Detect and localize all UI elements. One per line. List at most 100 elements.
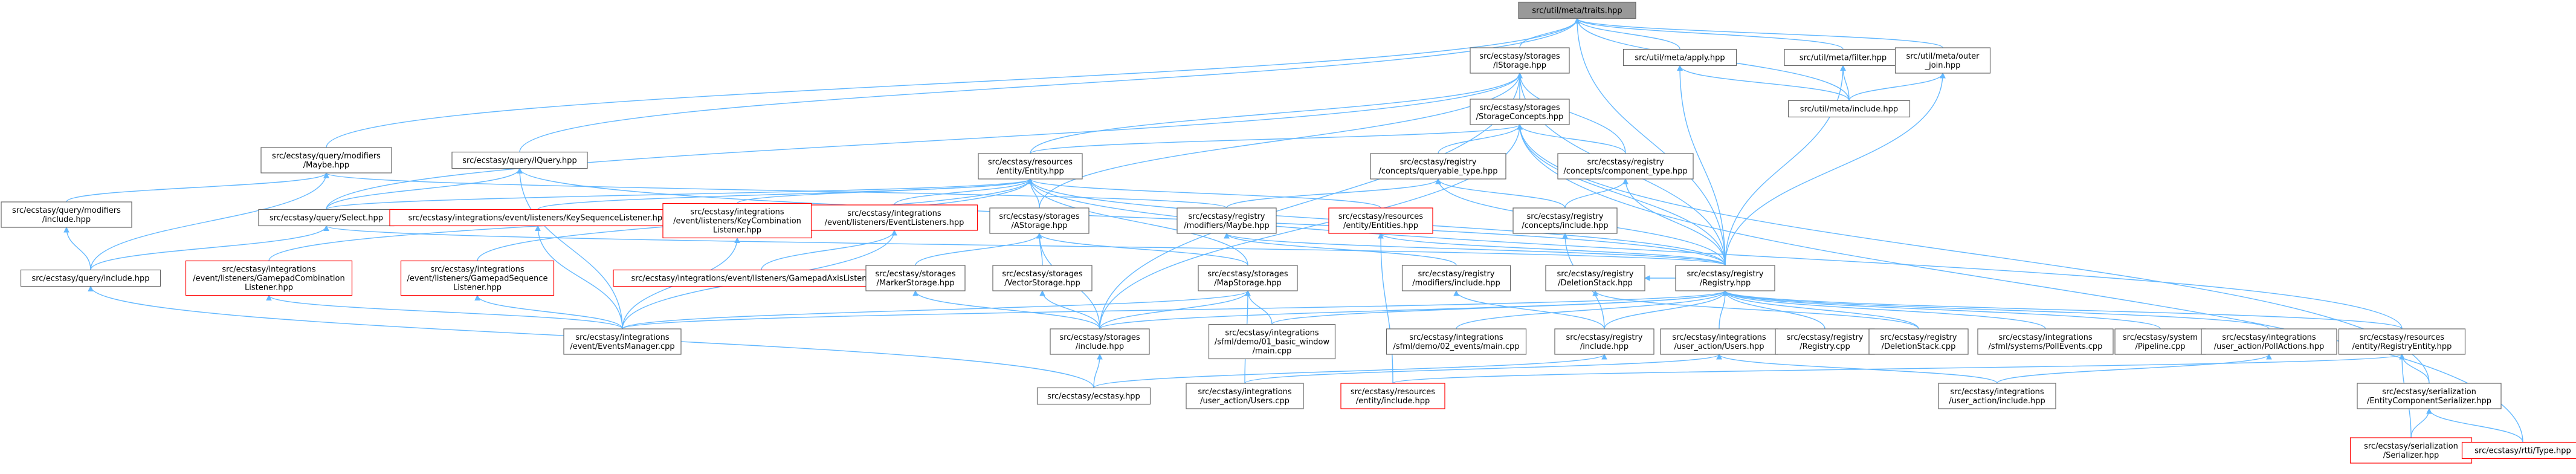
node-int-GamepadSequenceListener[interactable]: src/ecstasy/integrations/event/listeners… — [400, 260, 555, 296]
node-box[interactable] — [1518, 1, 1636, 19]
node-int-KeyCombinationListener[interactable]: src/ecstasy/integrations/event/listeners… — [662, 203, 812, 239]
node-storage-IStorage[interactable]: src/ecstasy/storages/IStorage.hpp — [1470, 47, 1570, 74]
node-meta-apply[interactable]: src/util/meta/apply.hpp — [1622, 48, 1737, 67]
node-box[interactable] — [2338, 328, 2466, 355]
node-int-user-action-Users-cpp[interactable]: src/ecstasy/integrations/user_action/Use… — [1186, 383, 1304, 409]
node-meta-include[interactable]: src/util/meta/include.hpp — [1787, 100, 1911, 118]
node-query-modifiers-include[interactable]: src/ecstasy/query/modifiers/include.hpp — [1, 201, 132, 228]
node-box[interactable] — [2461, 441, 2576, 459]
node-box[interactable] — [1177, 207, 1277, 234]
node-box[interactable] — [865, 265, 966, 291]
node-concepts-queryable-type[interactable]: src/ecstasy/registry/concepts/queryable_… — [1370, 153, 1506, 180]
node-query-IQuery[interactable]: src/ecstasy/query/IQuery.hpp — [451, 151, 588, 169]
node-registry-modifiers-Maybe[interactable]: src/ecstasy/registry/modifiers/Maybe.hpp — [1177, 207, 1277, 234]
node-registry-DeletionStack-hpp[interactable]: src/ecstasy/registry/DeletionStack.hpp — [1545, 265, 1645, 291]
node-int-EventsManager-cpp[interactable]: src/ecstasy/integrations/event/EventsMan… — [563, 328, 682, 355]
node-label: src/ecstasy/storages — [1479, 52, 1560, 61]
node-int-user-action-Users-hpp[interactable]: src/ecstasy/integrations/user_action/Use… — [1660, 328, 1778, 355]
node-box[interactable] — [1208, 323, 1336, 360]
node-box[interactable] — [613, 269, 910, 287]
node-box[interactable] — [1675, 265, 1775, 291]
node-box[interactable] — [2114, 328, 2206, 355]
node-label: src/ecstasy/query/IQuery.hpp — [462, 157, 576, 166]
node-box[interactable] — [1036, 387, 1151, 405]
node-ecstasy-hpp[interactable]: src/ecstasy/ecstasy.hpp — [1036, 387, 1151, 405]
node-storage-MarkerStorage[interactable]: src/ecstasy/storages/MarkerStorage.hpp — [865, 265, 966, 291]
node-registry-modifiers-include[interactable]: src/ecstasy/registry/modifiers/include.h… — [1401, 265, 1511, 291]
node-box[interactable] — [1660, 328, 1778, 355]
node-box[interactable] — [1554, 328, 1654, 355]
node-int-GamepadAxisListener[interactable]: src/ecstasy/integrations/event/listeners… — [613, 269, 910, 287]
node-box[interactable] — [563, 328, 682, 355]
node-storage-include[interactable]: src/ecstasy/storages/include.hpp — [1050, 328, 1150, 355]
node-label: /include.hpp — [42, 215, 91, 224]
node-box[interactable] — [662, 203, 812, 239]
node-sfml-01-basic-window[interactable]: src/ecstasy/integrations/sfml/demo/01_ba… — [1208, 323, 1336, 360]
node-root[interactable]: src/util/meta/traits.hpp — [1518, 1, 1636, 19]
node-box[interactable] — [1, 201, 132, 228]
node-box[interactable] — [1977, 328, 2114, 355]
node-box[interactable] — [451, 151, 588, 169]
node-box[interactable] — [1470, 99, 1570, 125]
node-query-include[interactable]: src/ecstasy/query/include.hpp — [20, 269, 161, 287]
node-box[interactable] — [1894, 47, 1991, 74]
node-concepts-include[interactable]: src/ecstasy/registry/concepts/include.hp… — [1512, 207, 1618, 234]
node-box[interactable] — [1198, 265, 1298, 291]
node-box[interactable] — [185, 260, 353, 296]
node-box[interactable] — [1787, 100, 1911, 118]
node-registry-Registry-cpp[interactable]: src/ecstasy/registry/Registry.cpp — [1775, 328, 1875, 355]
node-box[interactable] — [1868, 328, 1969, 355]
node-registry-Registry-hpp[interactable]: src/ecstasy/registry/Registry.hpp — [1675, 265, 1775, 291]
node-resources-entity-Entities[interactable]: src/ecstasy/resources/entity/Entities.hp… — [1328, 207, 1433, 234]
node-sfml-02-events[interactable]: src/ecstasy/integrations/sfml/demo/02_ev… — [1386, 328, 1527, 355]
node-query-modifiers-Maybe[interactable]: src/ecstasy/query/modifiers/Maybe.hpp — [260, 147, 392, 174]
node-storage-StorageConcepts[interactable]: src/ecstasy/storages/StorageConcepts.hpp — [1470, 99, 1570, 125]
node-box[interactable] — [978, 153, 1083, 180]
node-int-GamepadCombinationListener[interactable]: src/ecstasy/integrations/event/listeners… — [185, 260, 353, 296]
node-storage-VectorStorage[interactable]: src/ecstasy/storages/VectorStorage.hpp — [992, 265, 1093, 291]
node-box[interactable] — [1622, 48, 1737, 67]
node-box[interactable] — [2357, 383, 2502, 409]
node-box[interactable] — [1401, 265, 1511, 291]
node-box[interactable] — [1050, 328, 1150, 355]
node-storage-MapStorage[interactable]: src/ecstasy/storages/MapStorage.hpp — [1198, 265, 1298, 291]
node-box[interactable] — [400, 260, 555, 296]
node-box[interactable] — [260, 147, 392, 174]
node-registry-DeletionStack-cpp[interactable]: src/ecstasy/registry/DeletionStack.cpp — [1868, 328, 1969, 355]
node-box[interactable] — [810, 204, 978, 231]
node-box[interactable] — [1386, 328, 1527, 355]
node-storage-AStorage[interactable]: src/ecstasy/storages/AStorage.hpp — [989, 207, 1089, 234]
node-meta-filter[interactable]: src/util/meta/filter.hpp — [1784, 48, 1902, 67]
node-box[interactable] — [1557, 153, 1694, 180]
node-box[interactable] — [1340, 383, 1445, 409]
node-registry-include[interactable]: src/ecstasy/registry/include.hpp — [1554, 328, 1654, 355]
node-serialization-Serializer[interactable]: src/ecstasy/serialization/Serializer.hpp — [2349, 437, 2473, 464]
node-int-EventListeners[interactable]: src/ecstasy/integrations/event/listeners… — [810, 204, 978, 231]
node-box[interactable] — [992, 265, 1093, 291]
node-box[interactable] — [1938, 383, 2056, 409]
node-concepts-component-type[interactable]: src/ecstasy/registry/concepts/component_… — [1557, 153, 1694, 180]
node-int-user-action-PollActions[interactable]: src/ecstasy/integrations/user_action/Pol… — [2201, 328, 2337, 355]
node-rtti-Type[interactable]: src/ecstasy/rtti/Type.hpp — [2461, 441, 2576, 459]
node-resources-RegistryEntity[interactable]: src/ecstasy/resources/entity/RegistryEnt… — [2338, 328, 2466, 355]
node-box[interactable] — [1470, 47, 1570, 74]
node-resources-entity-Entity[interactable]: src/ecstasy/resources/entity/Entity.hpp — [978, 153, 1083, 180]
node-box[interactable] — [20, 269, 161, 287]
node-box[interactable] — [1186, 383, 1304, 409]
node-system-Pipeline[interactable]: src/ecstasy/system/Pipeline.cpp — [2114, 328, 2206, 355]
dependency-edge — [1226, 233, 1726, 266]
node-sfml-PollEvents[interactable]: src/ecstasy/integrations/sfml/systems/Po… — [1977, 328, 2114, 355]
node-int-KeySequenceListener[interactable]: src/ecstasy/integrations/event/listeners… — [389, 209, 686, 227]
node-serialization-EntityComponentSerializer[interactable]: src/ecstasy/serialization/EntityComponen… — [2357, 383, 2502, 409]
node-box[interactable] — [1512, 207, 1618, 234]
node-int-user-action-include[interactable]: src/ecstasy/integrations/user_action/inc… — [1938, 383, 2056, 409]
node-box[interactable] — [989, 207, 1089, 234]
node-box[interactable] — [1370, 153, 1506, 180]
node-box[interactable] — [258, 209, 395, 227]
node-query-Select[interactable]: src/ecstasy/query/Select.hpp — [258, 209, 395, 227]
node-box[interactable] — [2201, 328, 2337, 355]
node-resources-entity-include[interactable]: src/ecstasy/resources/entity/include.hpp — [1340, 383, 1445, 409]
node-box[interactable] — [1545, 265, 1645, 291]
node-box[interactable] — [1328, 207, 1433, 234]
node-meta-outer-join[interactable]: src/util/meta/outer_join.hpp — [1894, 47, 1991, 74]
